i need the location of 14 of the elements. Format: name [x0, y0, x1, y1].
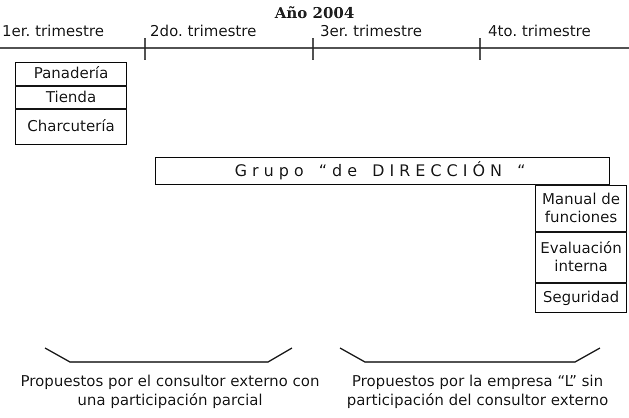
task-bar: Tienda [15, 86, 127, 109]
chart-title: Año 2004 [274, 4, 356, 22]
bracket-caption: Propuestos por el consultor externo con una participación parcial [20, 372, 320, 410]
quarter-label: 3er. trimestre [320, 22, 422, 40]
quarter-label: 4to. trimestre [488, 22, 591, 40]
task-bar: Grupo “de DIRECCIÓN “ [155, 157, 610, 185]
task-bar: Evaluación interna [535, 232, 627, 283]
task-bar: Manual de funciones [535, 185, 627, 232]
bracket-caption: Propuestos por la empresa “L” sin participación del consultor externo [346, 372, 610, 410]
task-bar: Panadería [15, 62, 127, 86]
task-bar: Charcutería [15, 109, 127, 145]
quarter-label: 1er. trimestre [2, 22, 104, 40]
quarter-label: 2do. trimestre [150, 22, 256, 40]
task-bar: Seguridad [535, 283, 627, 313]
